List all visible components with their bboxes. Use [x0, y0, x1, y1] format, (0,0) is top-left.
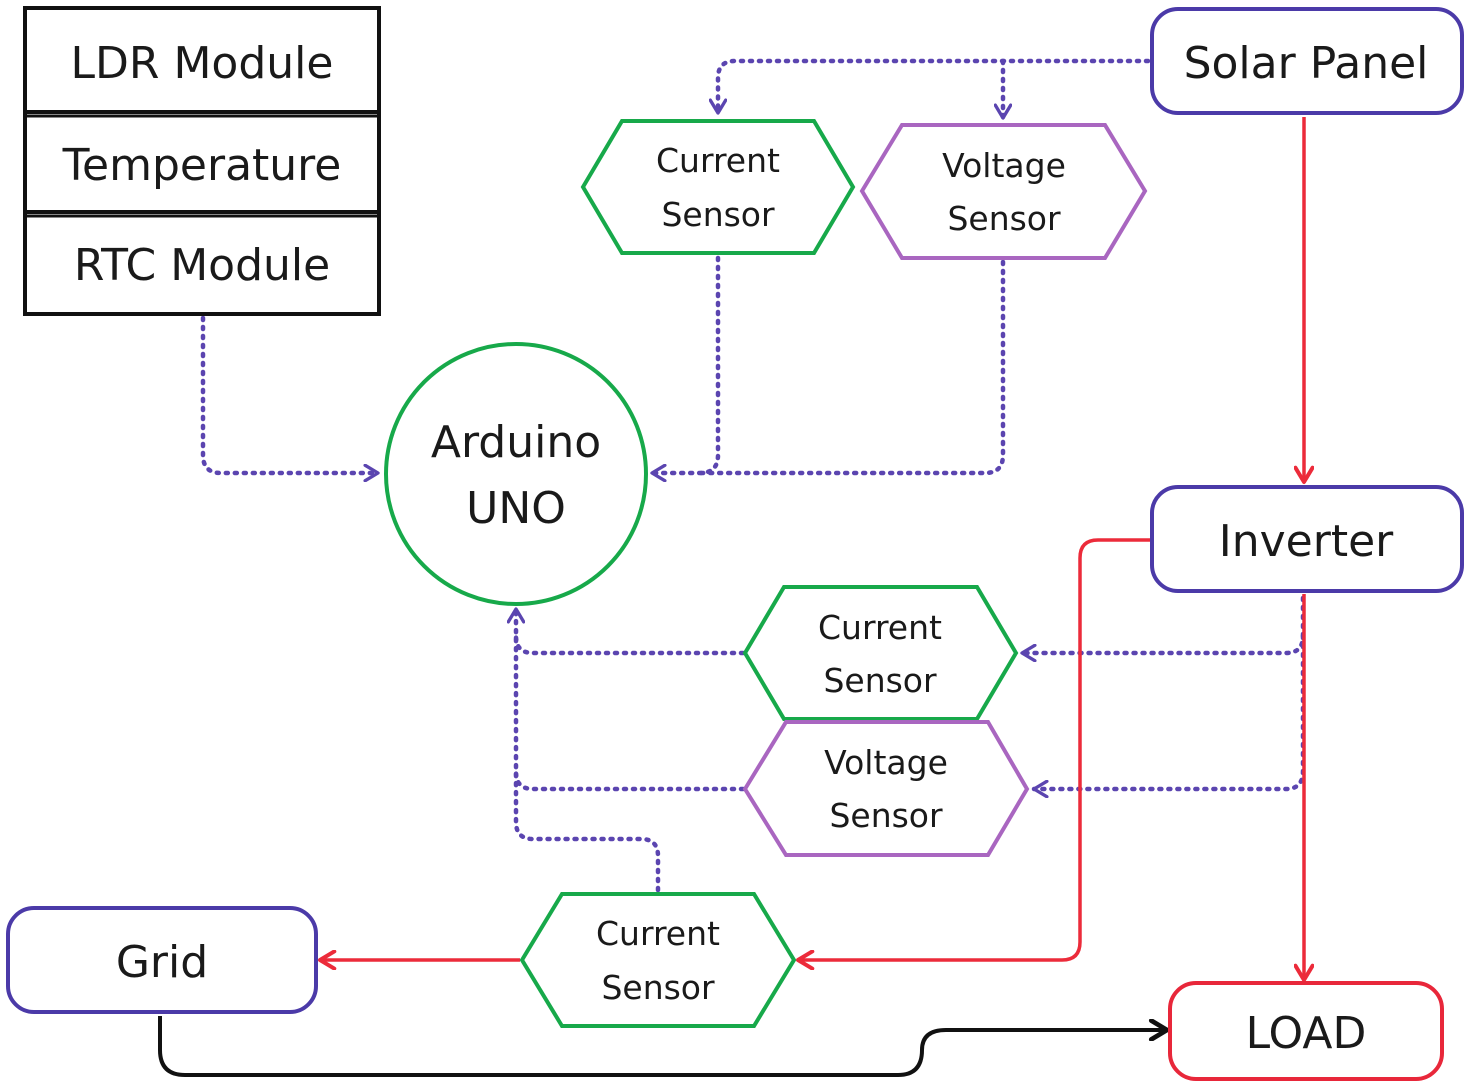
- connector-modules-to-arduino: [200, 315, 381, 473]
- rtc-module-label: RTC Module: [74, 240, 330, 291]
- grid-current-sensor-label-1: Current: [596, 914, 720, 953]
- rtc-module-box: [23, 210, 381, 316]
- load-label: LOAD: [1246, 1008, 1367, 1059]
- inverter-current-sensor-label-2: Sensor: [823, 661, 937, 700]
- temperature-box: [23, 110, 381, 214]
- solar-panel-node: Solar Panel: [1150, 7, 1464, 115]
- solar-voltage-sensor: Voltage Sensor: [859, 123, 1148, 260]
- inverter-label: Inverter: [1219, 516, 1394, 567]
- grid-current-sensor: Current Sensor: [519, 892, 797, 1028]
- inverter-current-sensor-label-1: Current: [818, 608, 942, 647]
- inverter-node: Inverter: [1150, 485, 1464, 593]
- connector-inverter-voltage-to-arduino: [513, 769, 746, 792]
- connector-solar-voltage-to-arduino: [697, 259, 1006, 476]
- arduino-label-1: Arduino: [431, 417, 601, 468]
- power-inverter-to-grid-sensor: [798, 538, 1150, 960]
- solar-current-sensor: Current Sensor: [580, 119, 856, 255]
- arduino-node: Arduino UNO: [384, 342, 648, 606]
- ldr-module-label: LDR Module: [71, 38, 334, 89]
- solar-voltage-sensor-label-1: Voltage: [942, 146, 1066, 185]
- ldr-module-box: [23, 6, 381, 114]
- grid-label: Grid: [116, 937, 208, 988]
- inverter-voltage-sensor-label-2: Sensor: [829, 796, 943, 835]
- solar-current-sensor-label-2: Sensor: [661, 195, 775, 234]
- connector-grid-current-to-arduino: [516, 606, 661, 893]
- module-stack: LDR Module Temperature RTC Module: [23, 6, 381, 316]
- connector-inverter-current-to-arduino: [513, 633, 746, 656]
- arduino-label-2: UNO: [466, 483, 566, 534]
- connector-solar-to-current-sensor: [718, 58, 1151, 116]
- temperature-label: Temperature: [62, 140, 342, 191]
- solar-current-sensor-label-1: Current: [656, 141, 780, 180]
- inverter-voltage-sensor: Voltage Sensor: [742, 720, 1030, 857]
- connector-solar-current-to-arduino: [649, 255, 721, 473]
- load-node: LOAD: [1168, 981, 1444, 1081]
- grid-node: Grid: [6, 906, 318, 1014]
- solar-voltage-sensor-label-2: Sensor: [947, 199, 1061, 238]
- power-grid-to-load: [158, 1016, 1167, 1077]
- solar-panel-label: Solar Panel: [1184, 38, 1429, 89]
- inverter-voltage-sensor-label-1: Voltage: [824, 743, 948, 782]
- connector-inverter-to-voltage-sensor: [1031, 633, 1306, 789]
- inverter-current-sensor: Current Sensor: [742, 585, 1019, 721]
- grid-current-sensor-label-2: Sensor: [601, 968, 715, 1007]
- connector-inverter-to-current-sensor: [1019, 595, 1306, 653]
